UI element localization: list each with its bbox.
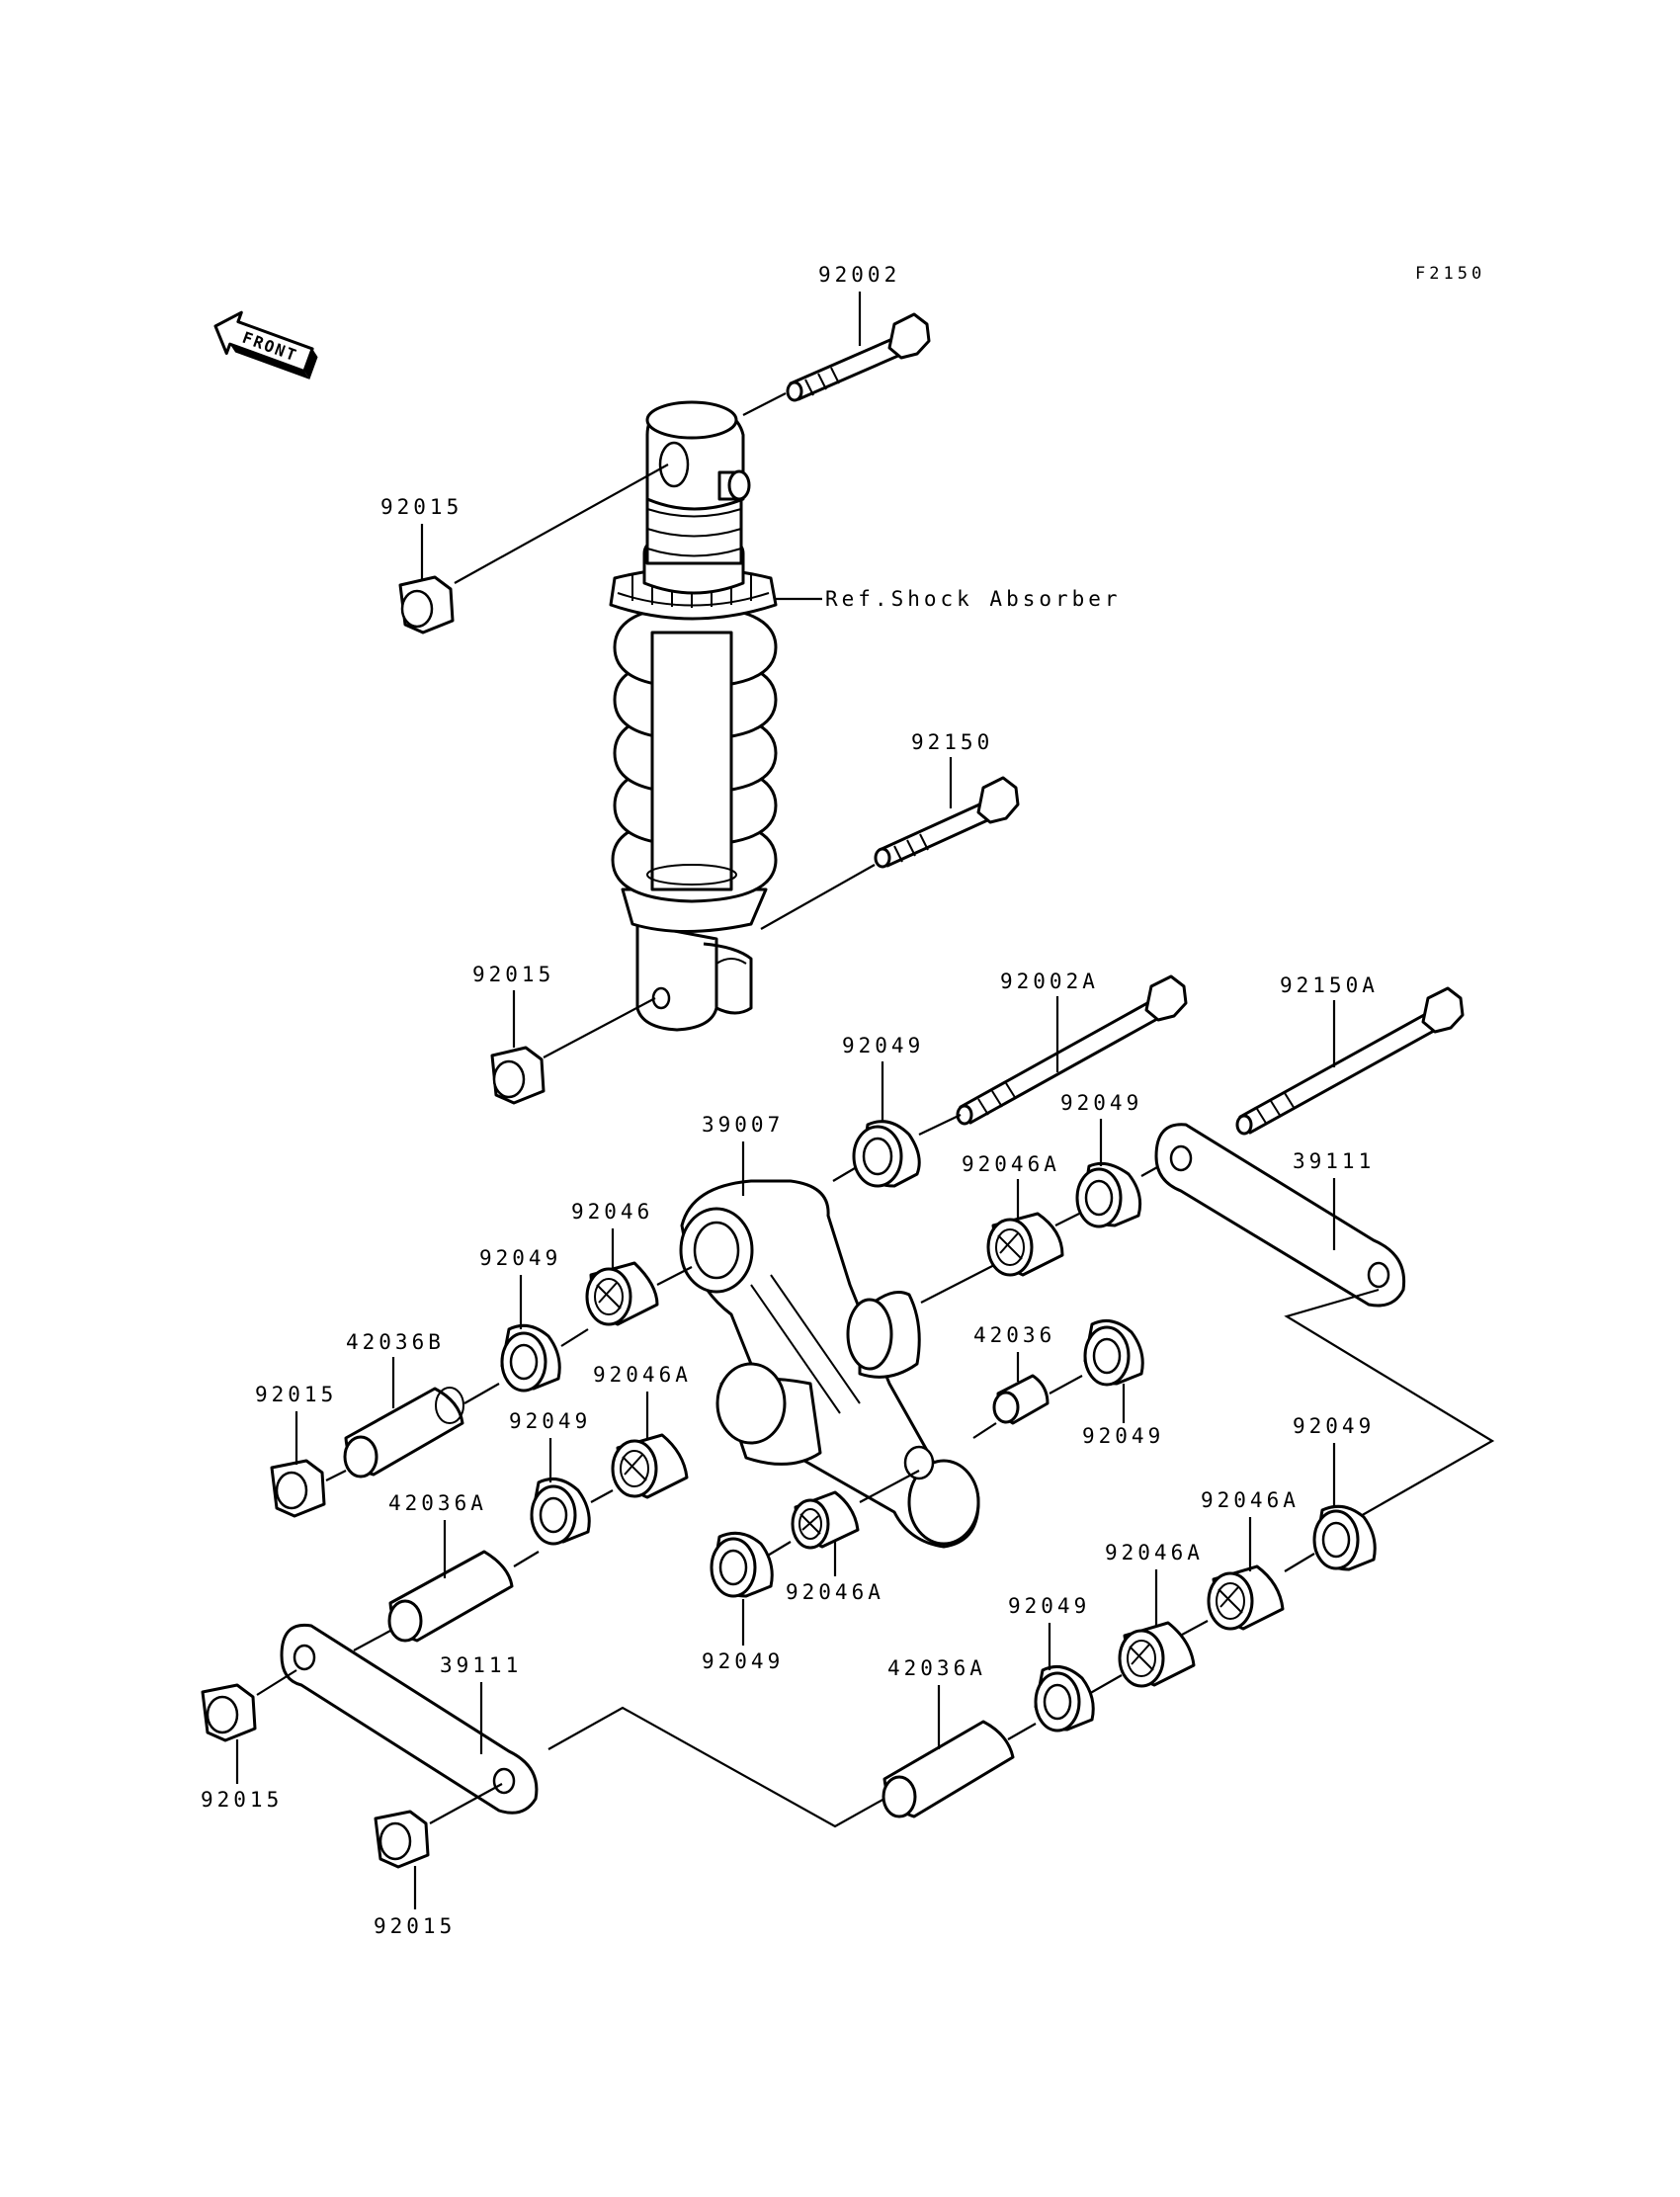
nut-92015-shock-bottom [490, 1046, 546, 1105]
label-39111-left: 39111 [440, 1653, 522, 1677]
rocker-arm-39007 [679, 1179, 980, 1549]
seal-92049-center-lower [710, 1531, 774, 1598]
label-92049-center-lower: 92049 [702, 1649, 784, 1673]
label-42036: 42036 [973, 1323, 1055, 1347]
label-92049-right-lower: 92049 [1008, 1594, 1090, 1618]
bearing-92046A-right-lower [1118, 1621, 1196, 1688]
front-arrow-icon: FRONT [213, 310, 318, 380]
label-92002-top: 92002 [818, 263, 900, 287]
label-92049-left-upper: 92049 [479, 1246, 561, 1270]
shock-absorber [609, 400, 778, 1032]
label-92046A-far-right: 92046A [1201, 1488, 1300, 1512]
label-42036A-left: 42036A [388, 1491, 487, 1515]
nut-92015-bottom-left [201, 1683, 257, 1742]
collar-42036B [343, 1387, 464, 1479]
collar-42036A-left [387, 1550, 514, 1643]
label-92015-shock-bottom: 92015 [472, 963, 554, 986]
label-92046A-right-lower: 92046A [1105, 1541, 1204, 1564]
label-92150A: 92150A [1280, 973, 1379, 997]
seal-92049-left-upper [500, 1323, 561, 1393]
label-39007: 39007 [702, 1113, 784, 1137]
nut-92015-left [270, 1459, 326, 1518]
seal-92049-right-lower [1034, 1664, 1095, 1732]
bearing-92046-rocker-left [585, 1261, 659, 1326]
label-92015-top: 92015 [380, 495, 462, 519]
bolt-92150 [874, 776, 1020, 869]
nut-92015-top [398, 575, 455, 634]
label-92150: 92150 [911, 730, 993, 754]
label-92015-bottom-left: 92015 [201, 1788, 283, 1812]
bearing-92046A-right-upper [986, 1212, 1064, 1277]
tie-rod-39111-right [1154, 1123, 1406, 1308]
bolt-92002 [786, 312, 931, 402]
label-92049-far-right: 92049 [1293, 1414, 1375, 1438]
label-39111-right: 39111 [1293, 1149, 1375, 1173]
label-92046A-center-lower: 92046A [786, 1580, 884, 1604]
seal-92049-right-upper [1075, 1161, 1142, 1228]
label-42036A-right: 42036A [887, 1656, 986, 1680]
label-92049-right-mid: 92049 [1082, 1424, 1164, 1448]
collar-42036 [992, 1374, 1050, 1425]
collar-42036A-right [882, 1720, 1015, 1818]
ref-shock-absorber-label: Ref.Shock Absorber [825, 587, 1122, 611]
bearing-92046A-center-lower [791, 1490, 860, 1550]
label-92015-bottom: 92015 [374, 1914, 456, 1938]
seal-92049-right-mid [1083, 1318, 1144, 1387]
tie-rod-39111-left [280, 1623, 539, 1815]
label-92049-left-mid: 92049 [509, 1409, 591, 1433]
diagram-code: F2150 [1415, 264, 1485, 284]
seal-92049-far-right [1312, 1504, 1377, 1571]
seal-92049-left-mid [530, 1477, 591, 1546]
bearing-92046A-left-mid [611, 1433, 689, 1499]
label-92046A-right-upper: 92046A [962, 1152, 1060, 1176]
label-92049-top: 92049 [842, 1034, 924, 1057]
seal-92049-top [852, 1120, 921, 1188]
label-92046: 92046 [571, 1200, 653, 1224]
bolt-92150A [1235, 986, 1465, 1136]
bolt-92002A [956, 974, 1188, 1126]
label-92049-right-upper: 92049 [1060, 1091, 1142, 1115]
bearing-92046A-far-right [1207, 1564, 1285, 1631]
label-42036B: 42036B [346, 1330, 445, 1354]
label-92015-left: 92015 [255, 1383, 337, 1406]
nut-92015-bottom [374, 1810, 430, 1869]
label-92046A-left-mid: 92046A [593, 1363, 692, 1387]
label-92002A: 92002A [1000, 970, 1099, 993]
